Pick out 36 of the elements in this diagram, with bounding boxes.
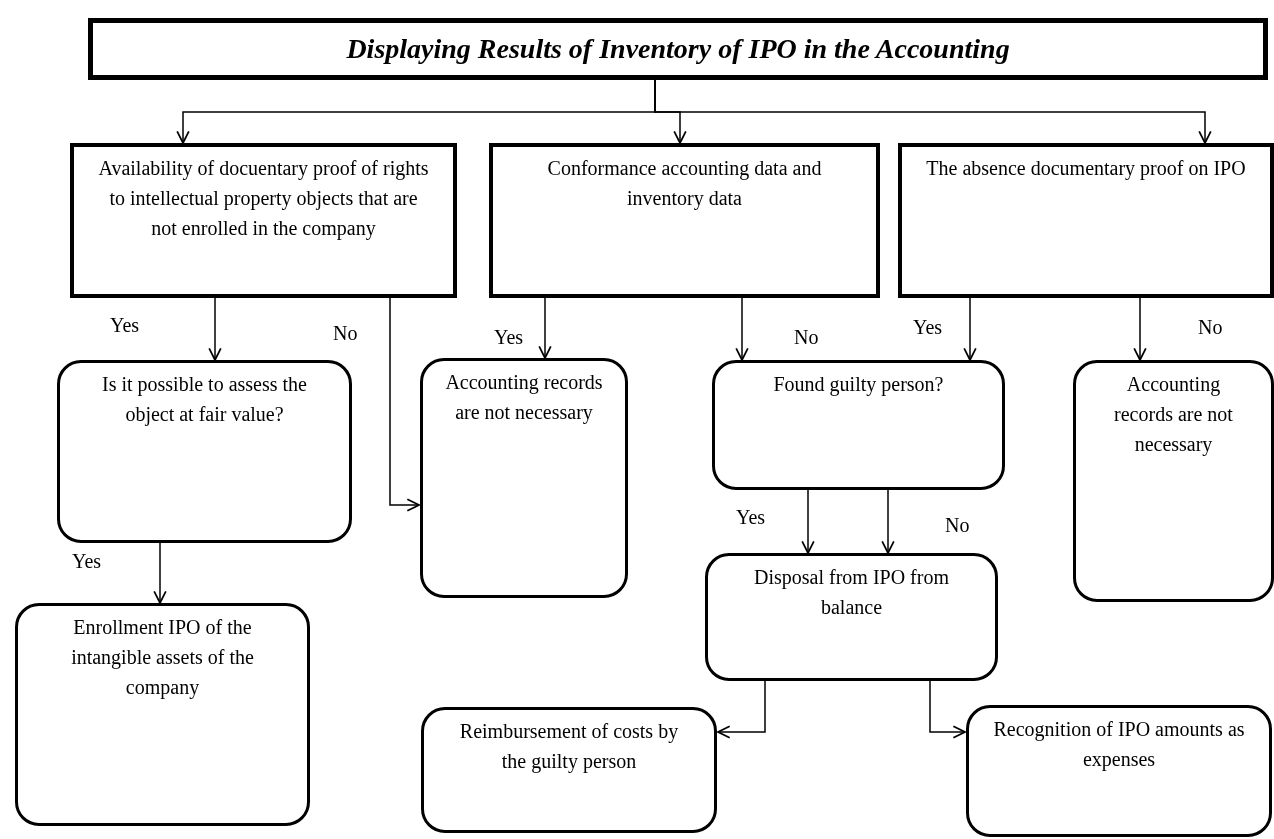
arrow <box>389 297 420 512</box>
node-text: Availability of docuentary proof of rights to intellectual property objects that are not enrolled in the company <box>97 156 430 242</box>
node-text: Accounting records are not necessary <box>1113 372 1234 458</box>
process-box <box>898 143 1274 298</box>
title-text: Displaying Results of Inventory of IPO in the Accounting <box>345 32 1011 66</box>
node-text: Enrollment IPO of the intangible assets of the company <box>70 615 255 701</box>
arrow <box>1133 297 1147 361</box>
node-text: Conformance accounting data and inventory data <box>546 156 823 212</box>
title-box <box>88 18 1268 80</box>
process-box <box>489 143 880 298</box>
arrow <box>735 297 749 361</box>
arrow <box>538 297 552 359</box>
arrow <box>717 680 766 739</box>
rounded-box <box>966 705 1272 837</box>
node-text: Disposal from IPO from balance <box>753 565 950 620</box>
rounded-box <box>421 707 717 833</box>
node-text: Reimbursement of costs by the guilty person <box>458 719 680 775</box>
node-text: Found guilty person? <box>772 372 945 398</box>
node-text: Recognition of IPO amounts as expenses <box>992 717 1246 773</box>
rounded-box <box>705 553 998 681</box>
arrow <box>929 680 966 739</box>
arrow <box>801 489 815 554</box>
node-text: Is it possible to assess the object at fair value? <box>101 372 308 428</box>
arrow <box>963 297 977 361</box>
node-text: The absence documentary proof on IPO <box>925 156 1247 182</box>
arrow <box>654 79 1212 144</box>
arrow <box>208 297 222 361</box>
rounded-box <box>15 603 310 826</box>
arrow <box>153 542 167 604</box>
rounded-box <box>1073 360 1274 602</box>
process-box <box>70 143 457 298</box>
arrow <box>881 489 895 554</box>
rounded-box <box>712 360 1005 490</box>
node-text: Accounting records are not necessary <box>444 370 604 426</box>
rounded-box <box>57 360 352 543</box>
rounded-box <box>420 358 628 598</box>
